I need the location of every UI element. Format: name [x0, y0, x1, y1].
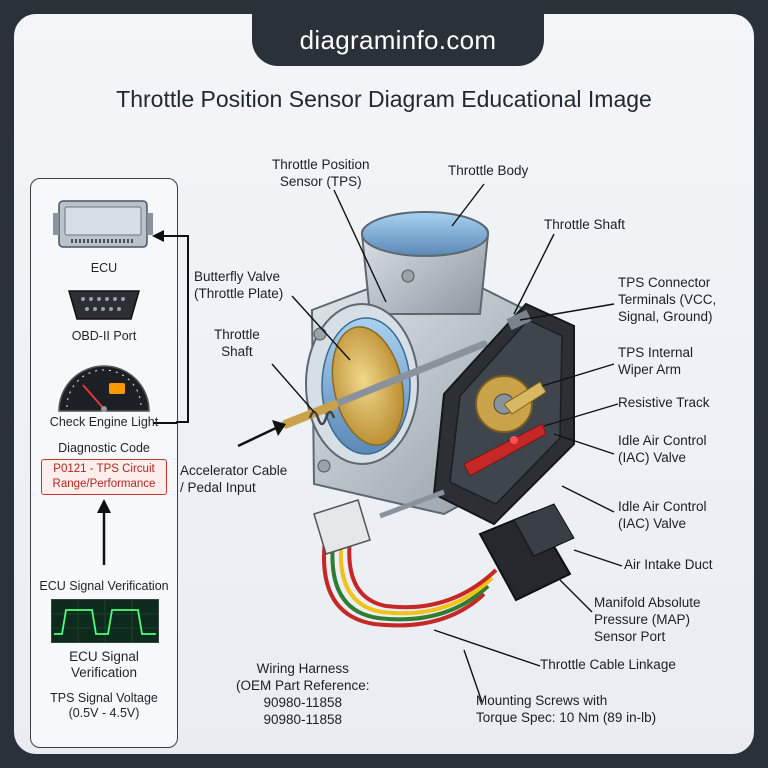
wiring-harness [313, 489, 575, 628]
callout-connector-terminals: TPS Connector Terminals (VCC, Signal, Gr… [618, 274, 716, 325]
check-engine-light-icon [58, 365, 150, 412]
leader-lines [271, 183, 623, 703]
callout-butterfly-line-2: (Throttle Plate) [194, 286, 284, 301]
code-line-1: P0121 - TPS Circuit [53, 463, 155, 475]
callout-map-line-1: Manifold Absolute [594, 595, 701, 610]
tps-sensor-housing [432, 302, 575, 526]
callout-resistive-track: Resistive Track [618, 394, 710, 411]
check-engine-label: Check Engine Light [49, 415, 159, 429]
ecu-feedback-arrow [152, 230, 189, 423]
callout-wiring-harness: Wiring Harness (OEM Part Reference: 9098… [236, 660, 370, 728]
callout-throttle-shaft-right-line-1: Throttle Shaft [544, 217, 626, 232]
oscilloscope-waveform [52, 600, 158, 642]
diagnostics-panel-art [53, 200, 177, 565]
callout-iac2-line-1: Idle Air Control [618, 499, 707, 514]
callout-air-intake: Air Intake Duct [624, 556, 713, 573]
ecu-label: ECU [90, 261, 118, 275]
callout-wiring-line-1: Wiring Harness [256, 661, 349, 676]
callout-accelerator-line-1: Accelerator Cable [180, 463, 288, 478]
callout-screws-line-2: Torque Spec: 10 Nm (89 in-lb) [476, 710, 657, 725]
diagnostic-code-title: Diagnostic Code [58, 441, 150, 455]
brand-logo-text: diagraminfo.com [299, 24, 497, 55]
callout-connector-line-1: TPS Connector [618, 275, 711, 290]
callout-accelerator-cable: Accelerator Cable / Pedal Input [180, 462, 287, 496]
callout-wiper-line-1: TPS Internal [618, 345, 694, 360]
callout-tps: Throttle Position Sensor (TPS) [272, 156, 370, 190]
callout-throttle-body: Throttle Body [448, 162, 528, 179]
callout-throttle-shaft-left-line-2: Shaft [221, 344, 253, 359]
callout-screws-line-1: Mounting Screws with [476, 693, 608, 708]
obd-label: OBD-II Port [71, 329, 137, 343]
accelerator-input-arrow [237, 420, 286, 448]
verify-caption-line-1: ECU Signal [69, 649, 139, 664]
callout-cable-linkage-line-1: Throttle Cable Linkage [540, 657, 676, 672]
voltage-caption: TPS Signal Voltage (0.5V - 4.5V) [31, 691, 177, 721]
oscilloscope-display [51, 599, 159, 643]
verify-caption: ECU Signal Verification [31, 649, 177, 681]
code-line-2: Range/Performance [52, 478, 156, 490]
brand-tab: diagraminfo.com [252, 14, 544, 66]
callout-wiper-arm: TPS Internal Wiper Arm [618, 344, 693, 378]
callout-wiring-line-2: (OEM Part Reference: [236, 678, 370, 693]
voltage-line-2: (0.5V - 4.5V) [68, 706, 140, 720]
callout-iac2-line-2: (IAC) Valve [618, 516, 687, 531]
diagnostics-panel: ECU OBD-II Port Check Engine Light Diagn… [30, 178, 178, 748]
callout-map-sensor: Manifold Absolute Pressure (MAP) Sensor … [594, 594, 701, 645]
callout-iac-valve-2: Idle Air Control (IAC) Valve [618, 498, 707, 532]
callout-iac1-line-1: Idle Air Control [618, 433, 707, 448]
ecu-icon [53, 200, 153, 248]
voltage-line-1: TPS Signal Voltage [50, 691, 158, 705]
callout-map-line-2: Pressure (MAP) [594, 612, 691, 627]
verify-caption-line-2: Verification [70, 665, 138, 680]
callout-iac1-line-2: (IAC) Valve [618, 450, 687, 465]
callout-resistive-line-1: Resistive Track [618, 395, 710, 410]
callout-butterfly-line-1: Butterfly Valve [194, 269, 281, 284]
page-title: Throttle Position Sensor Diagram Educati… [116, 86, 652, 112]
callout-throttle-shaft-left: Throttle Shaft [214, 326, 260, 360]
callout-accelerator-line-2: / Pedal Input [180, 480, 256, 495]
callout-map-line-3: Sensor Port [594, 629, 666, 644]
callout-wiring-line-4: 90980-11858 [263, 712, 343, 727]
callout-iac-valve-1: Idle Air Control (IAC) Valve [618, 432, 707, 466]
callout-connector-line-2: Terminals (VCC, [618, 292, 717, 307]
callout-cable-linkage: Throttle Cable Linkage [540, 656, 676, 673]
callout-mounting-screws: Mounting Screws with Torque Spec: 10 Nm … [476, 692, 656, 726]
verify-heading: ECU Signal Verification [39, 579, 169, 593]
throttle-body-illustration [152, 183, 623, 703]
callout-connector-line-3: Signal, Ground) [618, 309, 713, 324]
diagnostic-code-badge: P0121 - TPS Circuit Range/Performance [41, 459, 167, 495]
obd-port-icon [68, 290, 140, 320]
callout-tps-line-2: Sensor (TPS) [279, 174, 362, 189]
callout-air-intake-line-1: Air Intake Duct [624, 557, 713, 572]
callout-wiper-line-2: Wiper Arm [618, 362, 682, 377]
callout-wiring-line-3: 90980-11858 [263, 695, 343, 710]
callout-tps-line-1: Throttle Position [272, 157, 370, 172]
diagram-canvas: diagraminfo.com Throttle Position Sensor… [14, 14, 754, 754]
callout-throttle-body-line-1: Throttle Body [448, 163, 529, 178]
verify-up-arrow [97, 499, 111, 565]
callout-throttle-shaft-right: Throttle Shaft [544, 216, 625, 233]
callout-throttle-shaft-left-line-1: Throttle [214, 327, 260, 342]
callout-butterfly-valve: Butterfly Valve (Throttle Plate) [194, 268, 283, 302]
